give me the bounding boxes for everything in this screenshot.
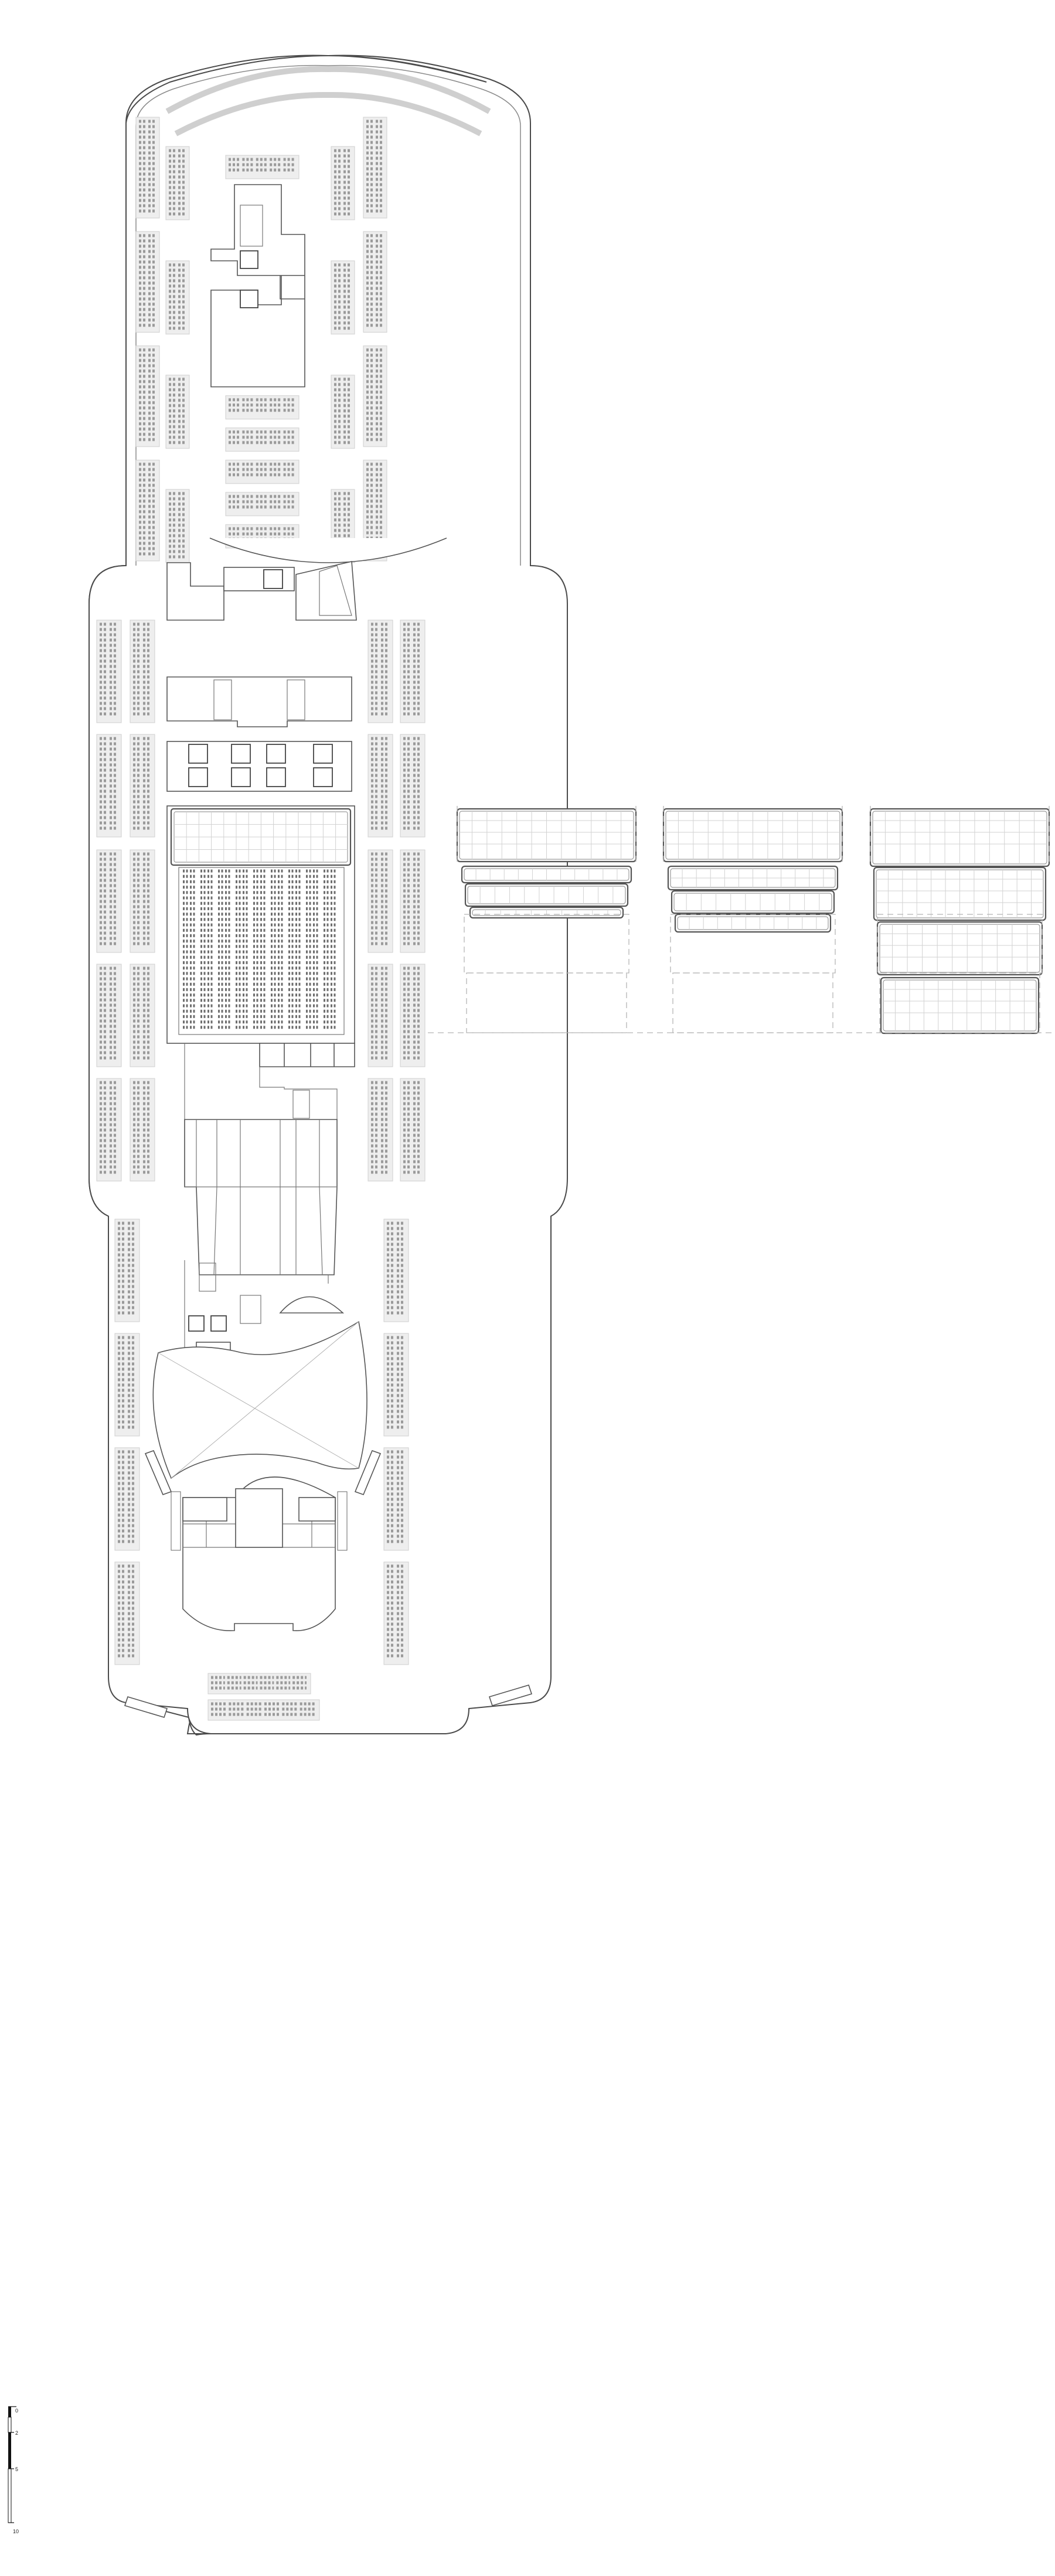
tier-0-2 xyxy=(464,883,629,907)
dining-stair-right xyxy=(337,1491,348,1551)
dining-kiosk-left xyxy=(182,1497,227,1522)
escalator-right xyxy=(354,1449,382,1496)
mid-room-right-inner xyxy=(319,565,352,616)
fore-lift-2 xyxy=(240,290,258,308)
service-stair xyxy=(292,1090,310,1119)
scale-label-0: 0 xyxy=(15,2408,18,2414)
lift-car-1 xyxy=(231,744,251,764)
lift-car-4 xyxy=(188,767,208,787)
bow-ring-inner xyxy=(174,91,482,137)
tier-inner-2-2 xyxy=(879,924,1040,973)
lift-car-5 xyxy=(231,767,251,787)
kitchen-hall xyxy=(184,1119,338,1275)
mid-room-right xyxy=(295,561,357,621)
lift-car-0 xyxy=(188,744,208,764)
mid-lift-1 xyxy=(263,569,283,589)
aft-dining xyxy=(171,1476,348,1631)
lounge-stair-2 xyxy=(287,679,305,720)
tier-2-2 xyxy=(876,921,1043,976)
tier-guide-b-0 xyxy=(466,972,627,1033)
dining-bar xyxy=(235,1488,283,1548)
scale-label-10: 10 xyxy=(13,2529,19,2534)
lift-car-2 xyxy=(266,744,286,764)
tier-guide-a-1 xyxy=(670,914,836,974)
atrium-cross-2 xyxy=(171,1321,359,1479)
lift-car-7 xyxy=(313,767,333,787)
scale-bar-segment-3 xyxy=(8,2432,11,2469)
tier-2-3 xyxy=(880,976,1040,1035)
tier-guide-b-1 xyxy=(672,972,833,1033)
dome xyxy=(279,1296,345,1313)
tier-guide-a-0 xyxy=(464,914,629,974)
auditorium-rows xyxy=(183,869,336,1029)
lift-car-6 xyxy=(266,767,286,787)
scale-bar: 0 2 5 10 xyxy=(8,2406,19,2534)
scale-bar-segment-1 xyxy=(8,2407,11,2417)
kitchen-hall-partitions xyxy=(185,1119,337,1275)
auditorium-seating-zone xyxy=(178,867,345,1035)
tier-inner-2-3 xyxy=(883,979,1037,1032)
galley-lift-1 xyxy=(188,1315,205,1332)
fore-core-stair xyxy=(240,205,263,247)
tier-guide-a-2 xyxy=(877,914,1043,974)
hull-inner-line xyxy=(135,64,521,566)
stage-grid xyxy=(174,812,348,862)
tier-sections xyxy=(456,806,1050,1035)
galley-stair-2 xyxy=(240,1295,261,1324)
lounge-stair-1 xyxy=(213,679,232,720)
dining-kiosk-right xyxy=(298,1497,336,1522)
tier-1-2 xyxy=(671,890,835,914)
scale-label-5: 5 xyxy=(15,2466,18,2472)
dining-stair-left xyxy=(171,1491,181,1551)
galley-lift-2 xyxy=(210,1315,227,1332)
atrium xyxy=(144,1321,382,1496)
stern-gangway-left xyxy=(124,1696,168,1718)
mid-lift-lobby xyxy=(223,567,295,591)
lift-car-3 xyxy=(313,744,333,764)
atrium-cross-1 xyxy=(158,1352,359,1469)
galley-stair xyxy=(199,1263,216,1292)
scale-bar-segment-2 xyxy=(8,2417,12,2433)
service-block-top xyxy=(259,1043,355,1067)
fore-lift-1 xyxy=(240,250,258,269)
tier-inner-1-2 xyxy=(673,893,832,911)
bow-ring-outer xyxy=(165,66,491,114)
mid-core xyxy=(166,561,357,792)
fore-curve-screen xyxy=(209,537,447,563)
stern-gangway-right xyxy=(488,1685,533,1706)
scale-label-2: 2 xyxy=(15,2430,18,2436)
tier-inner-0-2 xyxy=(467,886,626,904)
tier-inner-1-3 xyxy=(677,916,829,930)
auditorium xyxy=(166,805,355,1044)
scale-bar-segment-4 xyxy=(8,2468,12,2523)
fore-core xyxy=(209,184,447,563)
lounge-wall-upper xyxy=(166,676,352,727)
mid-seat-block-0-0 xyxy=(96,620,122,723)
fore-core-room xyxy=(210,184,305,387)
lift-bank-cars xyxy=(188,744,333,787)
